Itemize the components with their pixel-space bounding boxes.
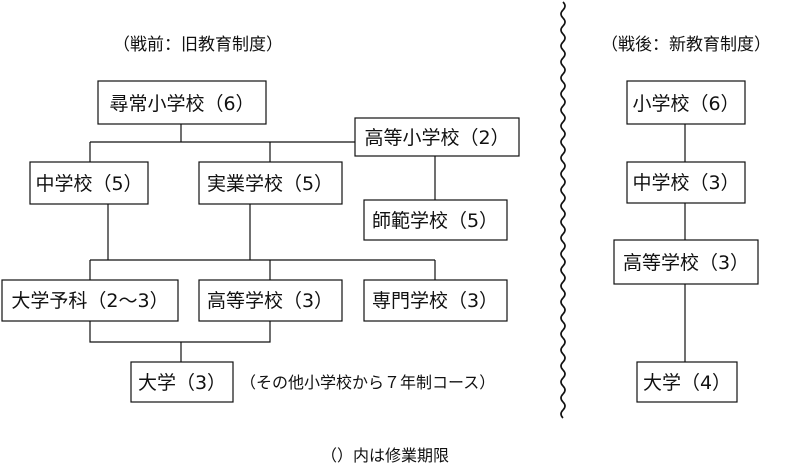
node-label: 大学（3） — [138, 372, 226, 394]
node-label: 大学予科（2〜3） — [11, 290, 168, 312]
node-label: 高等学校（3） — [623, 252, 749, 274]
footnote: （）内は修業期限 — [321, 446, 449, 465]
node-senmon-gakko: 専門学校（3） — [363, 279, 508, 322]
node-label: 小学校（6） — [632, 93, 739, 115]
node-koto-gakko: 高等学校（3） — [198, 279, 343, 322]
node-chugakko: 中学校（5） — [29, 161, 149, 205]
node-shihan-gakko: 師範学校（5） — [363, 199, 508, 241]
node-post-chugakko: 中学校（3） — [626, 161, 746, 204]
node-label: 尋常小学校（6） — [109, 93, 254, 115]
node-jinjo-shogakko: 尋常小学校（6） — [97, 80, 267, 125]
node-post-shogakko: 小学校（6） — [626, 80, 746, 125]
node-label: 高等小学校（2） — [364, 127, 509, 149]
node-post-koto-gakko: 高等学校（3） — [613, 239, 759, 285]
prewar-caption: （戦前：旧教育制度） — [113, 35, 283, 55]
node-label: 中学校（5） — [35, 173, 142, 195]
wavy-divider — [560, 1, 566, 419]
node-label: 高等学校（3） — [207, 290, 333, 312]
daigaku-note: （その他小学校から７年制コース） — [240, 373, 495, 392]
prewar-connectors — [89, 124, 436, 362]
node-label: 師範学校（5） — [372, 210, 498, 232]
node-daigaku: 大学（3） — [130, 361, 234, 403]
edge-to-daigaku-bracket — [89, 321, 271, 343]
node-label: 専門学校（3） — [372, 290, 498, 312]
node-daigaku-yoka: 大学予科（2〜3） — [1, 279, 179, 322]
node-jitsugyo-gakko: 実業学校（5） — [198, 161, 343, 205]
node-koto-shogakko: 高等小学校（2） — [354, 117, 520, 157]
node-post-daigaku: 大学（4） — [636, 361, 738, 403]
node-label: 実業学校（5） — [207, 173, 333, 195]
node-label: 大学（4） — [643, 372, 731, 394]
postwar-caption: （戦後：新教育制度） — [601, 35, 771, 55]
node-label: 中学校（3） — [632, 172, 739, 194]
